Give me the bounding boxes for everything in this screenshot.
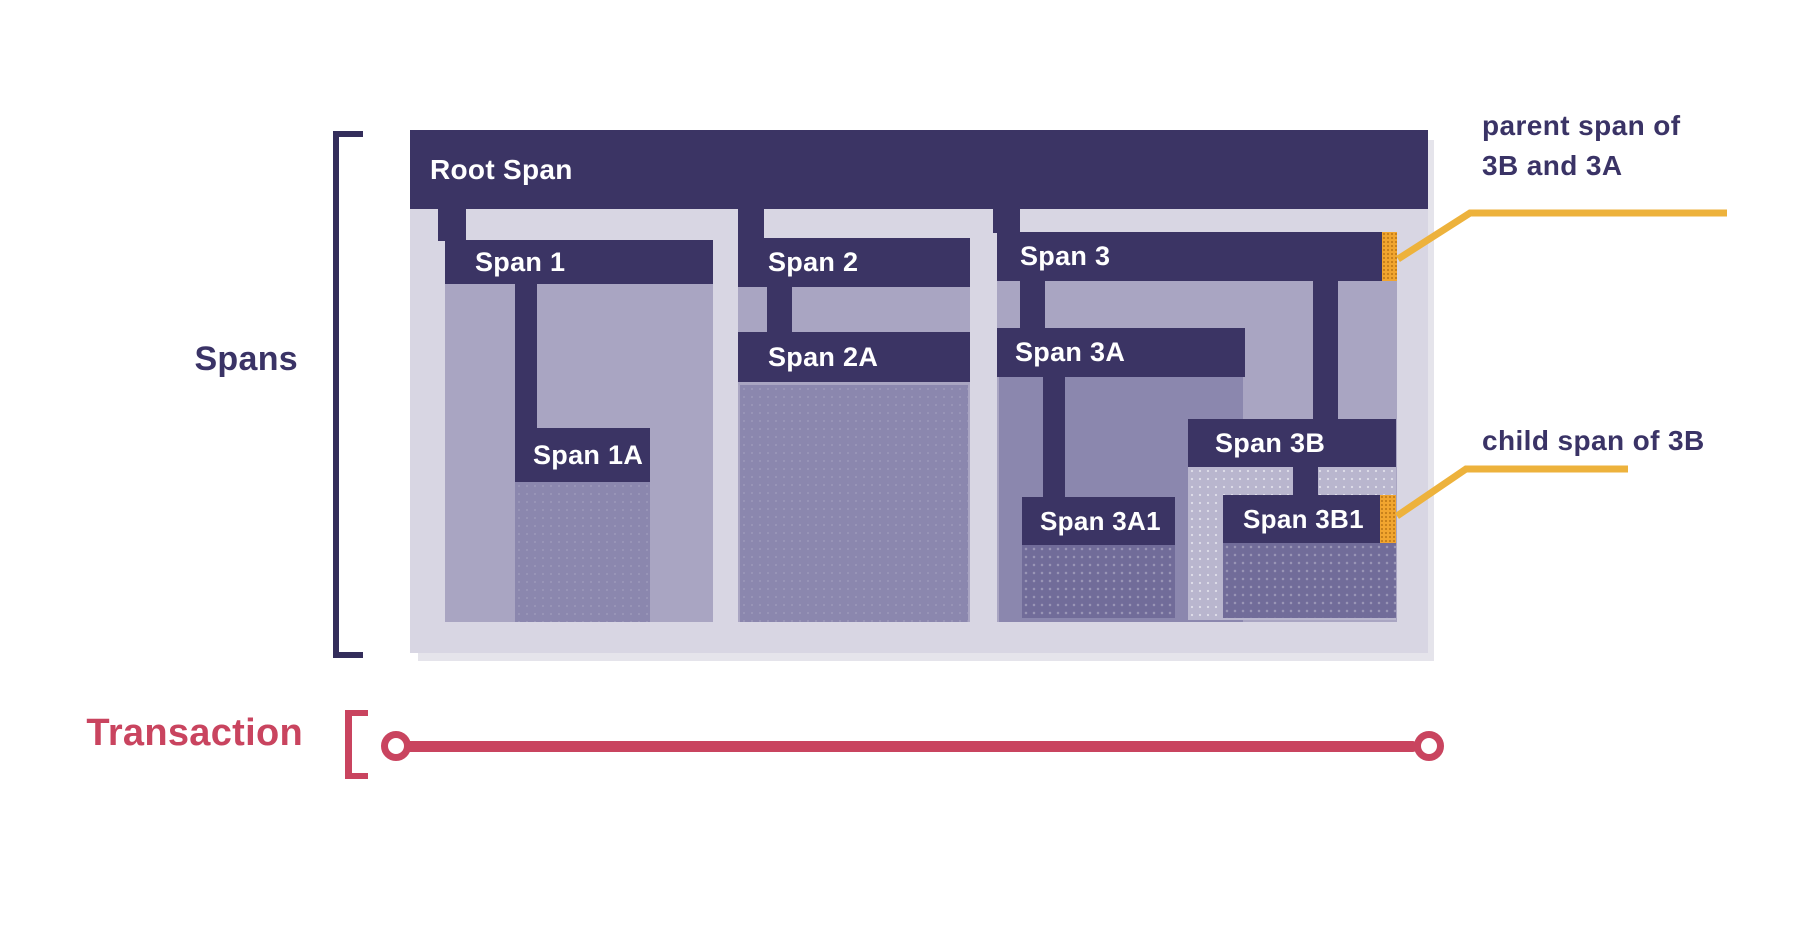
span3a1-bar: Span 3A1 bbox=[1022, 497, 1175, 545]
parent-span-annotation-line2: 3B and 3A bbox=[1482, 150, 1623, 181]
span1a-bar: Span 1A bbox=[515, 428, 650, 482]
parent-span-annotation: parent span of 3B and 3A bbox=[1482, 106, 1782, 186]
span1a-label: Span 1A bbox=[533, 439, 644, 470]
connector-span1-to-span1a bbox=[515, 284, 537, 429]
span2a-label: Span 2A bbox=[768, 341, 879, 372]
connector-span2-to-span2a bbox=[767, 287, 792, 333]
child-span-annotation: child span of 3B bbox=[1482, 425, 1705, 456]
timeline-end-circle-icon bbox=[1414, 731, 1444, 761]
span2a-duration-region bbox=[740, 385, 968, 622]
parent-span-annotation-line1: parent span of bbox=[1482, 110, 1681, 141]
span1a-duration-region bbox=[515, 482, 650, 622]
transaction-bracket bbox=[345, 710, 368, 779]
parent-span-marker-icon bbox=[1382, 232, 1397, 281]
span3-label: Span 3 bbox=[1020, 241, 1111, 271]
span3b-label: Span 3B bbox=[1215, 427, 1326, 458]
root-span-label: Root Span bbox=[430, 153, 573, 185]
child-leader-line bbox=[1395, 465, 1628, 519]
span3-bar: Span 3 bbox=[997, 232, 1397, 281]
connector-span3-to-span3b bbox=[1313, 281, 1338, 419]
connector-root-to-span2 bbox=[738, 209, 764, 239]
root-span-bar: Root Span bbox=[410, 130, 1428, 209]
spans-section-label: Spans bbox=[194, 340, 298, 378]
span3a1-label: Span 3A1 bbox=[1040, 505, 1161, 536]
span3a-bar: Span 3A bbox=[997, 328, 1245, 377]
connector-span3a-to-span3a1 bbox=[1043, 377, 1065, 497]
connector-root-to-span3 bbox=[993, 209, 1020, 233]
span1-bar: Span 1 bbox=[445, 240, 713, 284]
span2-bar: Span 2 bbox=[738, 238, 970, 287]
transaction-section-label: Transaction bbox=[86, 712, 303, 754]
connector-span3b-to-span3b1 bbox=[1293, 467, 1318, 495]
span3b1-label: Span 3B1 bbox=[1243, 503, 1364, 534]
connector-root-to-span1 bbox=[438, 209, 466, 241]
parent-leader-line bbox=[1396, 209, 1727, 262]
timeline-start-circle-icon bbox=[381, 731, 411, 761]
span3b1-duration-region bbox=[1223, 543, 1396, 618]
connector-span3-to-span3a bbox=[1020, 281, 1045, 328]
span2a-bar: Span 2A bbox=[738, 332, 970, 382]
spans-bracket bbox=[333, 131, 363, 658]
span3b-bar: Span 3B bbox=[1188, 419, 1396, 467]
span3b1-bar: Span 3B1 bbox=[1223, 495, 1380, 543]
child-span-marker-icon bbox=[1380, 495, 1396, 543]
span1-label: Span 1 bbox=[475, 246, 566, 277]
span3a1-duration-region bbox=[1022, 545, 1175, 618]
transaction-timeline bbox=[400, 741, 1418, 752]
span2-label: Span 2 bbox=[768, 247, 859, 277]
span3a-label: Span 3A bbox=[1015, 337, 1126, 367]
